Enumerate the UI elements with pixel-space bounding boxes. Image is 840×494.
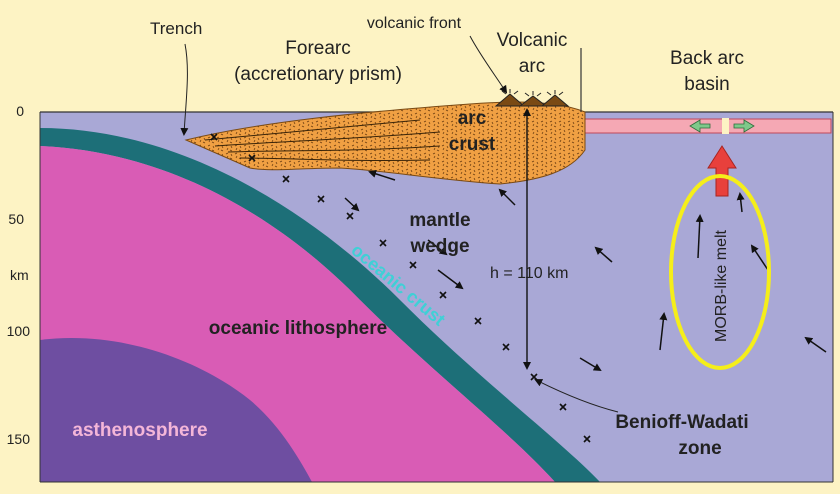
highlight-ellipse (669, 174, 771, 370)
depth-tick-50: 50 (8, 211, 24, 227)
volcanic-front-pointer (469, 35, 508, 94)
back-arc-label-line1: Back arc (670, 48, 744, 69)
spreading-right-arrow-icon (733, 119, 755, 133)
trench-pointer (180, 43, 189, 136)
mantle-flow-arrows (344, 170, 827, 372)
volcanic-arc-label-line1: Volcanic (497, 30, 568, 51)
height-label: h = 110 km (490, 265, 568, 282)
volcano-icons (494, 89, 570, 107)
oceanic-crust-layer (40, 128, 600, 482)
benioff-label-line1: Benioff-Wadati (615, 412, 748, 433)
trench-label: Trench (150, 19, 202, 38)
arc-crust-region (184, 101, 586, 185)
morb-melt-label: MORB-like melt (713, 229, 730, 342)
depth-axis: 0 50 100 150 km (7, 103, 41, 482)
arc-crust-label-line2: crust (449, 134, 496, 155)
asthenosphere-label: asthenosphere (72, 420, 207, 441)
depth-tick-0: 0 (16, 103, 24, 119)
volcanic-arc-label-line2: arc (519, 56, 545, 77)
benioff-label-line2: zone (678, 438, 721, 459)
back-arc-label-line2: basin (684, 74, 729, 95)
earthquake-markers (210, 133, 591, 443)
asthenosphere-layer (40, 338, 312, 482)
mantle-wedge-label-line1: mantle (409, 210, 470, 231)
forearc-sub-label: (accretionary prism) (234, 64, 402, 85)
benioff-pointer (534, 379, 619, 413)
spreading-left-arrow-icon (689, 119, 711, 133)
volcanic-front-label: volcanic front (367, 15, 462, 32)
depth-tick-100: 100 (7, 323, 31, 339)
mantle-wedge-label-line2: wedge (409, 236, 469, 257)
arc-crust-label-line1: arc (458, 108, 487, 129)
forearc-label: Forearc (285, 38, 350, 59)
depth-unit: km (10, 267, 29, 283)
accretion-thrust-lines (204, 119, 441, 162)
oceanic-lithosphere-label: oceanic lithosphere (209, 318, 387, 339)
depth-tick-150: 150 (7, 431, 31, 447)
spreading-center (722, 118, 729, 134)
melt-upwelling-arrow-icon (707, 145, 737, 197)
